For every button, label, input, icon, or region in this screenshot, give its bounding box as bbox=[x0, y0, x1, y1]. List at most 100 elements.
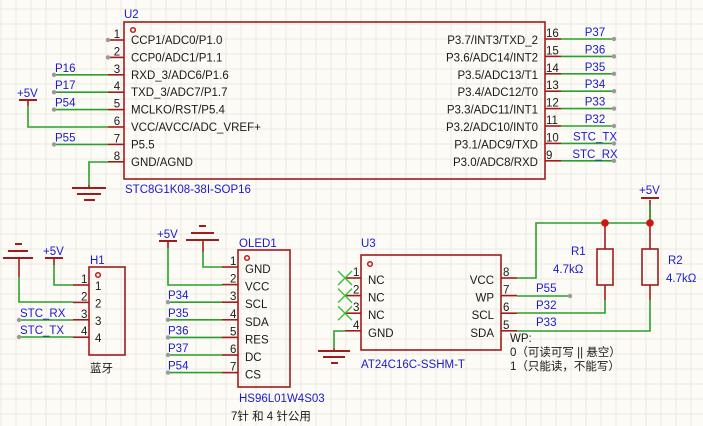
u2-body[interactable] bbox=[123, 21, 546, 180]
pin-name: NC bbox=[368, 275, 385, 287]
oled1-body[interactable] bbox=[237, 249, 291, 388]
pin-number: 1 bbox=[114, 29, 120, 41]
u3-body[interactable] bbox=[360, 254, 502, 351]
pin1-marker-icon bbox=[366, 260, 374, 268]
no-connect-icon bbox=[337, 270, 353, 286]
net-label: P32 bbox=[585, 114, 605, 126]
u3-pin[interactable]: 1NC bbox=[337, 267, 385, 287]
pin-name: TXD_3/ADC7/P1.7 bbox=[131, 87, 228, 99]
pin-number: 11 bbox=[546, 115, 558, 127]
pin-number: 2 bbox=[81, 291, 87, 303]
ground-icon bbox=[72, 187, 106, 201]
oled1-note: 7针 和 4 针公用 bbox=[231, 409, 311, 423]
wire-vcc bbox=[517, 222, 650, 279]
pin-number: 3 bbox=[81, 309, 87, 321]
h1-pin[interactable]: 33 bbox=[73, 309, 101, 328]
wire-sda bbox=[517, 300, 651, 332]
u3-pin[interactable]: 7WP bbox=[475, 285, 517, 305]
pin-name: SCL bbox=[245, 299, 268, 311]
component-r2[interactable]: R2 4.7kΩ bbox=[641, 200, 697, 300]
net-label: P37 bbox=[585, 27, 605, 39]
pin-name: P3.7/INT3/TXD_2 bbox=[447, 35, 538, 47]
resistor-icon bbox=[596, 248, 614, 286]
resistor-icon bbox=[641, 248, 659, 286]
pin-name: P5.5 bbox=[131, 139, 155, 151]
wire-gnd bbox=[202, 252, 222, 268]
wp-note: WP: 0（可读可写 || 悬空） 1（只能读，不能写） bbox=[510, 333, 621, 373]
u2-power-label: +5V bbox=[17, 88, 38, 100]
r1-designator: R1 bbox=[571, 246, 586, 258]
u2-right-pins: 16P3.7/INT3/TXD_2P3715P3.6/ADC14/INT2P36… bbox=[446, 27, 618, 169]
pin-number: 12 bbox=[546, 98, 559, 110]
u3-pin[interactable]: 3NC bbox=[337, 302, 385, 322]
net-label: P33 bbox=[585, 97, 605, 109]
no-connect-icon bbox=[337, 305, 353, 321]
h1-pin[interactable]: 22 bbox=[73, 291, 101, 310]
h1-wiring: +5V STC_RX STC_TX bbox=[3, 243, 73, 340]
oled1-wiring: +5V bbox=[157, 225, 222, 286]
pin-number: 6 bbox=[230, 344, 236, 356]
ground-icon bbox=[3, 243, 33, 259]
pin-name: 2 bbox=[95, 298, 101, 310]
net-label-stc-rx: STC_RX bbox=[20, 308, 66, 320]
component-r1[interactable]: R1 4.7kΩ bbox=[553, 223, 614, 300]
pin-number: 1 bbox=[230, 256, 236, 268]
pin-number: 7 bbox=[230, 362, 236, 374]
net-label: P55 bbox=[55, 132, 75, 144]
u3-pin[interactable]: 2NC bbox=[337, 285, 385, 305]
net-label: P37 bbox=[168, 343, 188, 355]
junction-dot bbox=[601, 219, 609, 227]
pin-name: 3 bbox=[95, 316, 101, 328]
component-oled1[interactable]: OLED1 1GND2VCC3SCLP344SDAP355RESP366DCP3… bbox=[165, 238, 325, 423]
h1-body[interactable] bbox=[88, 266, 126, 356]
u3-part-number: AT24C16C-SSHM-T bbox=[361, 359, 465, 371]
h1-pin[interactable]: 44 bbox=[73, 326, 102, 345]
pin-name: GND bbox=[245, 264, 271, 276]
net-label: P54 bbox=[55, 98, 76, 110]
net-label: P34 bbox=[168, 290, 189, 302]
net-label-p32: P32 bbox=[536, 300, 556, 312]
pin-name: P3.2/ADC10/INT0 bbox=[446, 122, 538, 134]
ground-icon bbox=[186, 225, 219, 241]
pin-name: SDA bbox=[245, 317, 269, 329]
pin-name: CCP1/ADC0/P1.0 bbox=[131, 35, 222, 47]
wire-gnd bbox=[333, 330, 345, 348]
u2-designator: U2 bbox=[124, 9, 139, 21]
pin1-marker-icon bbox=[243, 254, 251, 262]
h1-pin[interactable]: 11 bbox=[73, 274, 101, 293]
pin-name: MCLKO/RST/P5.4 bbox=[131, 105, 226, 117]
pullup-power: +5V bbox=[601, 185, 660, 227]
